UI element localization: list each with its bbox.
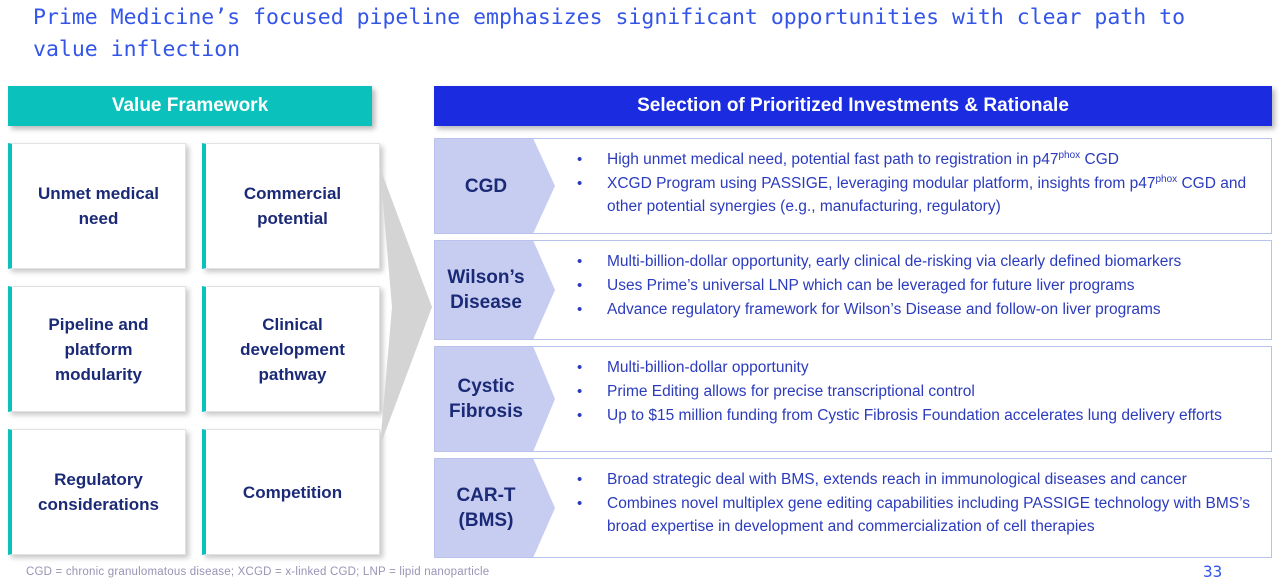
bullet-item: • Up to $15 million funding from Cystic F… [577, 404, 1265, 427]
bullet-dot-icon: • [577, 359, 583, 376]
prioritized-investments-panel: Selection of Prioritized Investments & R… [434, 86, 1272, 558]
bullet-dot-icon: • [577, 277, 583, 294]
value-framework-header: Value Framework [8, 86, 372, 126]
investment-row-bullets: • Multi-billion-dollar opportunity, early… [555, 241, 1271, 339]
footnote: CGD = chronic granulomatous disease; XCG… [26, 566, 490, 578]
bullet-text: Combines novel multiplex gene editing ca… [607, 492, 1265, 538]
value-framework-box-label: Clinical development pathway [240, 314, 345, 384]
investment-row-bullets: • High unmet medical need, potential fast… [555, 139, 1271, 233]
bullet-dot-icon: • [577, 151, 583, 168]
bullet-text-main: Prime Editing allows for precise transcr… [607, 383, 975, 400]
bullet-dot-icon: • [577, 407, 583, 424]
bullet-text: Up to $15 million funding from Cystic Fi… [607, 404, 1265, 427]
bullet-item: • Multi-billion-dollar opportunity [577, 356, 1265, 379]
value-framework-box-label: Regulatory considerations [38, 470, 159, 514]
page-number: 33 [1203, 562, 1223, 581]
investment-rows: CGD • High unmet medical need, potential f… [434, 138, 1272, 564]
bullet-item: • XCGD Program using PASSIGE, leveraging … [577, 172, 1265, 218]
bullet-dot-icon: • [577, 383, 583, 400]
bullet-dot-icon: • [577, 175, 583, 192]
value-framework-panel: Value Framework Unmet medical need Commer… [8, 86, 380, 556]
flow-arrow-icon [380, 168, 432, 446]
value-framework-box[interactable]: Commercial potential [202, 143, 380, 269]
value-framework-box-label: Pipeline and platform modularity [48, 314, 149, 384]
investments-header: Selection of Prioritized Investments & R… [434, 86, 1272, 126]
investment-row-tag: Wilson’s Disease [435, 241, 555, 339]
bullet-item: • Advance regulatory framework for Wilson… [577, 298, 1265, 321]
bullet-text: Multi-billion-dollar opportunity, early … [607, 250, 1265, 273]
bullet-item: • Combines novel multiplex gene editing c… [577, 492, 1265, 538]
investment-row[interactable]: Cystic Fibrosis • Multi-billion-dollar opp… [434, 346, 1272, 452]
bullet-text-main: Broad strategic deal with BMS, extends r… [607, 471, 1187, 488]
bullet-text: XCGD Program using PASSIGE, leveraging m… [607, 172, 1265, 218]
page-title: Prime Medicine’s focused pipeline emphas… [33, 5, 1198, 62]
investment-row-tag: CAR-T (BMS) [435, 459, 555, 557]
bullet-text-superscript: phox [1058, 149, 1081, 161]
value-framework-box-label: Competition [242, 482, 343, 502]
bullet-text-main: Multi-billion-dollar opportunity, early … [607, 253, 1182, 270]
bullet-text-main: Uses Prime’s universal LNP which can be … [607, 277, 1135, 294]
bullet-text-tail: CGD and other potential synergies (e.g.,… [607, 175, 1247, 215]
bullet-text-tail: CGD [1080, 151, 1119, 168]
value-framework-box-label: Commercial potential [243, 184, 342, 228]
bullet-text-main: Advance regulatory framework for Wilson’… [607, 301, 1161, 318]
value-framework-box[interactable]: Regulatory considerations [8, 429, 186, 555]
value-framework-box[interactable]: Unmet medical need [8, 143, 186, 269]
bullet-text-main: Combines novel multiplex gene editing ca… [607, 495, 1251, 535]
bullet-text: Prime Editing allows for precise transcr… [607, 380, 1265, 403]
bullet-text: Advance regulatory framework for Wilson’… [607, 298, 1265, 321]
investment-row-tag: CGD [435, 139, 555, 233]
value-framework-box[interactable]: Competition [202, 429, 380, 555]
bullet-dot-icon: • [577, 253, 583, 270]
bullet-dot-icon: • [577, 471, 583, 488]
bullet-dot-icon: • [577, 495, 583, 512]
bullet-text-superscript: phox [1155, 173, 1178, 185]
investment-row-bullets: • Multi-billion-dollar opportunity • Prime … [555, 347, 1271, 451]
bullet-item: • High unmet medical need, potential fast… [577, 148, 1265, 171]
investment-row[interactable]: CGD • High unmet medical need, potential f… [434, 138, 1272, 234]
bullet-dot-icon: • [577, 301, 583, 318]
bullet-text: Broad strategic deal with BMS, extends r… [607, 468, 1265, 491]
investment-row[interactable]: Wilson’s Disease • Multi-billion-dollar op… [434, 240, 1272, 340]
bullet-item: • Multi-billion-dollar opportunity, early… [577, 250, 1265, 273]
value-framework-box-label: Unmet medical need [38, 184, 159, 228]
bullet-item: • Uses Prime’s universal LNP which can be… [577, 274, 1265, 297]
bullet-item: • Prime Editing allows for precise transc… [577, 380, 1265, 403]
bullet-text-main: XCGD Program using PASSIGE, leveraging m… [607, 175, 1156, 192]
bullet-text: High unmet medical need, potential fast … [607, 148, 1265, 171]
bullet-text-main: Up to $15 million funding from Cystic Fi… [607, 407, 1222, 424]
bullet-text-main: High unmet medical need, potential fast … [607, 151, 1059, 168]
bullet-text: Uses Prime’s universal LNP which can be … [607, 274, 1265, 297]
bullet-text-main: Multi-billion-dollar opportunity [607, 359, 809, 376]
value-framework-box[interactable]: Pipeline and platform modularity [8, 286, 186, 412]
bullet-text: Multi-billion-dollar opportunity [607, 356, 1265, 379]
investment-row[interactable]: CAR-T (BMS) • Broad strategic deal with BM… [434, 458, 1272, 558]
bullet-item: • Broad strategic deal with BMS, extends … [577, 468, 1265, 491]
investment-row-tag: Cystic Fibrosis [435, 347, 555, 451]
value-framework-box[interactable]: Clinical development pathway [202, 286, 380, 412]
investment-row-bullets: • Broad strategic deal with BMS, extends … [555, 459, 1271, 557]
